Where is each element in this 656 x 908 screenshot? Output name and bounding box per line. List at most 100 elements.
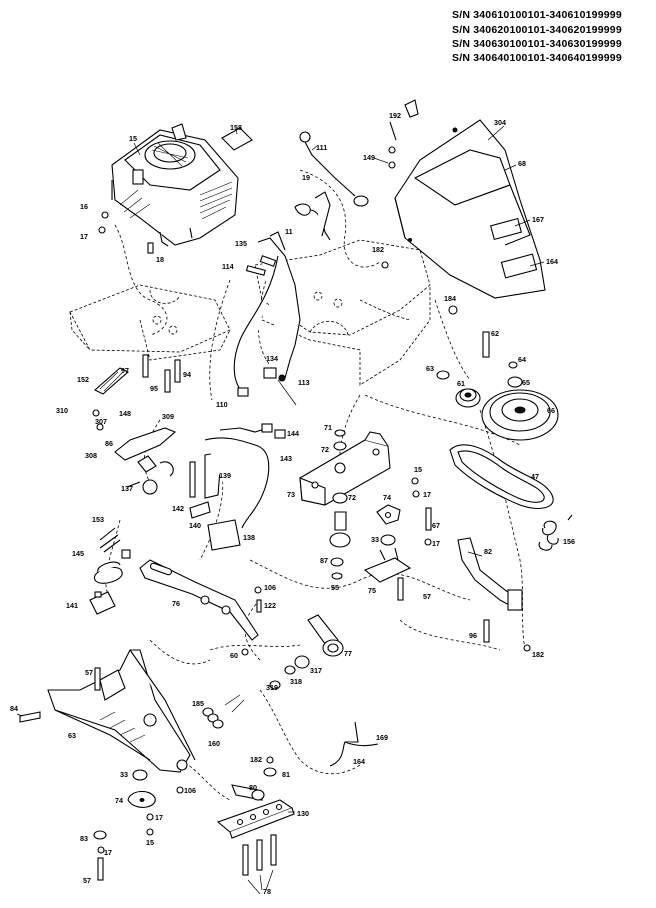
- callout-152: 152: [77, 375, 89, 384]
- callout-64: 64: [518, 355, 526, 364]
- main-frame: [19, 649, 196, 773]
- callout-138: 138: [243, 533, 255, 542]
- callout-309: 309: [162, 412, 174, 421]
- callout-71: 71: [324, 423, 332, 432]
- callout-18: 18: [156, 255, 164, 264]
- callout-308: 308: [85, 451, 97, 460]
- left-parts: [89, 367, 286, 615]
- callout-15-c: 15: [146, 838, 154, 847]
- callout-122: 122: [264, 601, 276, 610]
- callout-83: 83: [80, 834, 88, 843]
- callout-111: 111: [316, 143, 327, 152]
- callout-113: 113: [298, 378, 310, 387]
- callout-84: 84: [10, 704, 18, 713]
- hinge-plate: [216, 756, 295, 876]
- lower-stack: [93, 769, 184, 881]
- callout-19: 19: [302, 173, 310, 182]
- callout-134: 134: [266, 354, 278, 363]
- callout-15: 15: [129, 134, 137, 143]
- callout-96: 96: [469, 631, 477, 640]
- drive-belt: [449, 444, 554, 509]
- callout-81: 81: [282, 770, 290, 779]
- callout-158: 158: [230, 123, 242, 132]
- callout-73: 73: [287, 490, 295, 499]
- callout-141: 141: [66, 601, 78, 610]
- callout-17-b: 17: [423, 490, 431, 499]
- callout-142: 142: [172, 504, 184, 513]
- callout-164: 164: [546, 257, 558, 266]
- pulley-assembly: [436, 331, 559, 441]
- callout-11: 11: [285, 227, 293, 236]
- callout-110: 110: [216, 400, 228, 409]
- callout-17-c: 17: [432, 539, 440, 548]
- callout-82: 82: [484, 547, 492, 556]
- lever-76: [139, 559, 262, 656]
- callout-66: 66: [547, 406, 555, 415]
- callout-317: 317: [310, 666, 322, 675]
- callout-97: 97: [121, 366, 129, 375]
- harness-parts: [233, 191, 331, 397]
- callout-72-b: 72: [348, 493, 356, 502]
- callout-55: 55: [331, 583, 339, 592]
- callout-182-c: 182: [250, 755, 262, 764]
- callout-145: 145: [72, 549, 84, 558]
- bracket-73: [299, 429, 391, 580]
- callout-63-b: 63: [68, 731, 76, 740]
- serial-number-line-3: S/N 340630100101-340630199999: [452, 38, 622, 50]
- throttle-rod: [299, 131, 369, 207]
- callout-57-c: 57: [83, 876, 91, 885]
- leader-lines: [16, 125, 545, 895]
- callout-114: 114: [222, 262, 234, 271]
- callout-156: 156: [563, 537, 575, 546]
- callout-149: 149: [363, 153, 375, 162]
- callout-192: 192: [389, 111, 401, 120]
- callout-57: 57: [423, 592, 431, 601]
- callout-65: 65: [522, 378, 530, 387]
- callout-33-b: 33: [120, 770, 128, 779]
- callout-17-d: 17: [155, 813, 163, 822]
- deck-bolts: [98, 211, 458, 393]
- serial-number-line-4: S/N 340640100101-340640199999: [452, 52, 622, 64]
- callout-106: 106: [264, 583, 276, 592]
- callout-74: 74: [383, 493, 391, 502]
- callout-184: 184: [444, 294, 456, 303]
- callout-87: 87: [320, 556, 328, 565]
- callout-86: 86: [105, 439, 113, 448]
- callout-169: 169: [376, 733, 388, 742]
- decal-158: [221, 127, 253, 151]
- spring-156: [538, 514, 573, 551]
- callout-182: 182: [372, 245, 384, 254]
- spring-185: [202, 694, 245, 729]
- callout-63: 63: [426, 364, 434, 373]
- callout-318: 318: [290, 677, 302, 686]
- callout-17: 17: [80, 232, 88, 241]
- callout-148: 148: [119, 409, 131, 418]
- bracket-74-75: [363, 477, 432, 601]
- callout-137: 137: [121, 484, 133, 493]
- callout-130: 130: [297, 809, 309, 818]
- callout-17-e: 17: [104, 848, 112, 857]
- frame-deck: [69, 239, 431, 386]
- callout-57-b: 57: [85, 668, 93, 677]
- callout-labels: 15 158 111 192 304 149 68 19 16 17 18 11…: [10, 111, 575, 896]
- callout-72: 72: [321, 445, 329, 454]
- callout-77: 77: [344, 649, 352, 658]
- callout-74-b: 74: [115, 796, 123, 805]
- callout-75: 75: [368, 586, 376, 595]
- belt-guard: [394, 119, 546, 299]
- key-192: [388, 99, 419, 169]
- callout-60: 60: [230, 651, 238, 660]
- callout-310: 310: [56, 406, 68, 415]
- bushings: [269, 614, 344, 690]
- callout-143: 143: [280, 454, 292, 463]
- callout-307: 307: [95, 417, 107, 426]
- callout-15-b: 15: [414, 465, 422, 474]
- callout-304: 304: [494, 118, 506, 127]
- callout-319: 319: [266, 683, 278, 692]
- callout-153: 153: [92, 515, 104, 524]
- callout-167: 167: [532, 215, 544, 224]
- callout-76: 76: [172, 599, 180, 608]
- callout-164-b: 164: [353, 757, 365, 766]
- callout-106-b: 106: [184, 786, 196, 795]
